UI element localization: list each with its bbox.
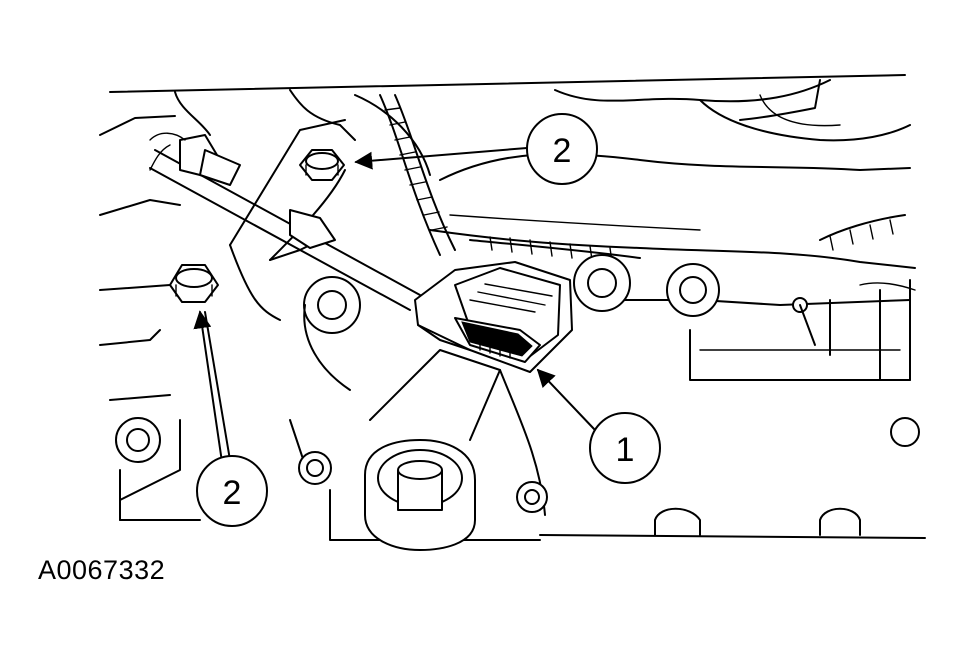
shift-cable xyxy=(149,132,421,311)
figure-reference-code: A0067332 xyxy=(38,555,166,585)
upper-bolt xyxy=(299,149,345,181)
lower-bolt xyxy=(169,264,219,303)
callout-1: 1 xyxy=(536,368,661,484)
housing-bosses xyxy=(115,254,920,513)
callout-2-top: 2 xyxy=(354,113,598,185)
callout-2-top-label: 2 xyxy=(553,132,572,170)
callout-2-bottom: 2 xyxy=(193,310,268,527)
wiring-harness xyxy=(379,94,906,263)
shift-lever xyxy=(364,349,501,551)
callout-1-label: 1 xyxy=(616,431,635,469)
callout-2-bottom-label: 2 xyxy=(223,474,242,512)
connector xyxy=(414,261,573,373)
